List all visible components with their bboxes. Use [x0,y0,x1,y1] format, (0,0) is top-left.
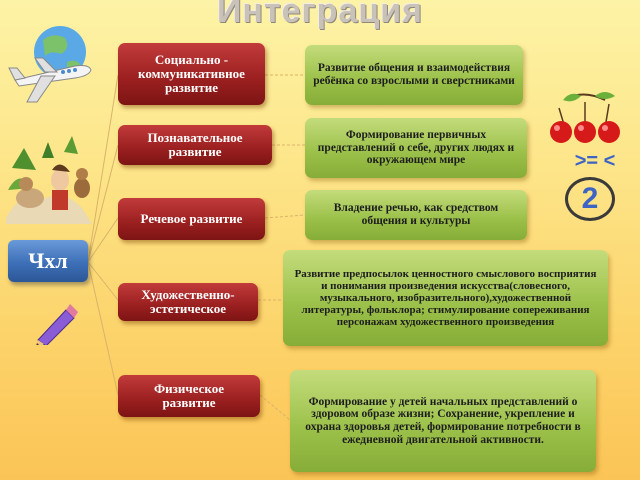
page-title: Интеграция [216,0,423,30]
pencil-icon [36,304,78,345]
center-node: Чхл [8,240,88,282]
area-art: Художественно-эстетическое [118,283,258,321]
area-social: Социально - коммуникативное развитие [118,43,265,105]
number-badge: 2 [565,177,615,221]
area-physical: Физическое развитие [118,375,260,417]
desc-physical: Формирование у детей начальных представл… [290,370,596,472]
comparison-symbols: >= < [574,150,616,172]
desc-art: Развитие предпосылок ценностного смыслов… [283,250,608,346]
fairy-tale-characters-icon [6,136,92,224]
desc-speech: Владение речью, как средством общения и … [305,190,527,240]
area-speech: Речевое развитие [118,198,265,240]
cherries-icon [550,92,620,143]
airplane-icon [8,26,92,103]
desc-social: Развитие общения и взаимодействия ребёнк… [305,45,523,105]
area-cognitive: Познавательное развитие [118,125,272,165]
desc-cognitive: Формирование первичных представлений о с… [305,118,527,178]
